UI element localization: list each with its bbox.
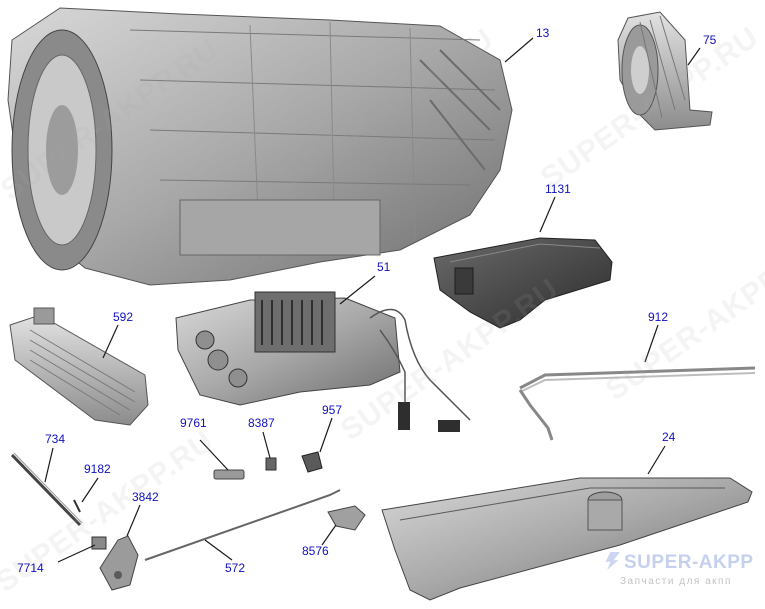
callout-label-592: 592 <box>113 310 134 324</box>
callout-label-7714: 7714 <box>17 561 44 575</box>
callout-label-51: 51 <box>377 260 391 274</box>
leader-13 <box>504 37 534 63</box>
callout-label-1131: 1131 <box>545 182 571 196</box>
detent-plate-part <box>99 535 139 591</box>
leader-lines <box>44 37 701 563</box>
callout-label-9182: 9182 <box>84 462 111 476</box>
transmission-housing-part <box>7 7 513 286</box>
valve-body-part <box>175 291 471 432</box>
callout-label-734: 734 <box>45 432 66 446</box>
leader-51 <box>339 275 376 305</box>
leader-75 <box>687 47 701 66</box>
callout-label-75: 75 <box>703 33 717 47</box>
leader-1131 <box>539 196 556 233</box>
leader-3842 <box>126 504 141 537</box>
plunger-part <box>213 469 245 480</box>
oil-cooler-part <box>9 307 149 426</box>
callout-label-8576: 8576 <box>302 544 329 558</box>
oil-tube-part <box>518 366 756 441</box>
brand-tagline: Запчасти для акпп <box>620 576 732 587</box>
selector-shaft-part <box>10 452 83 527</box>
leader-24 <box>647 445 666 475</box>
lever-part <box>327 505 366 531</box>
leader-9182 <box>81 477 99 503</box>
brand-name: SUPER-AKPP <box>624 552 754 573</box>
callout-label-3842: 3842 <box>132 490 159 504</box>
leader-957 <box>319 417 333 453</box>
leader-572 <box>204 539 233 561</box>
adapter-housing-part <box>617 11 713 131</box>
oil-pan-part <box>381 477 753 601</box>
callout-label-957: 957 <box>322 403 343 417</box>
callout-label-572: 572 <box>225 561 246 575</box>
oil-filter-part <box>433 237 613 329</box>
leader-8576 <box>321 524 337 546</box>
callout-label-912: 912 <box>648 310 669 324</box>
callout-label-9761: 9761 <box>180 416 207 430</box>
sensor-part <box>301 451 323 473</box>
leader-9761 <box>199 439 229 471</box>
brand-logo: SUPER-AKPP Запчасти для акпп <box>600 548 760 604</box>
sleeve-part <box>91 536 107 550</box>
callout-label-13: 13 <box>536 26 550 40</box>
spring-part <box>265 457 277 471</box>
leader-912 <box>644 324 659 363</box>
leader-592 <box>102 324 119 359</box>
pin-part <box>73 499 81 513</box>
lightning-bolt-icon <box>605 552 620 570</box>
callout-label-24: 24 <box>662 430 676 444</box>
leader-8387 <box>262 431 271 459</box>
leader-734 <box>44 447 54 483</box>
leader-7714 <box>57 544 96 563</box>
rod-part <box>144 489 341 561</box>
callout-label-8387: 8387 <box>248 416 275 430</box>
